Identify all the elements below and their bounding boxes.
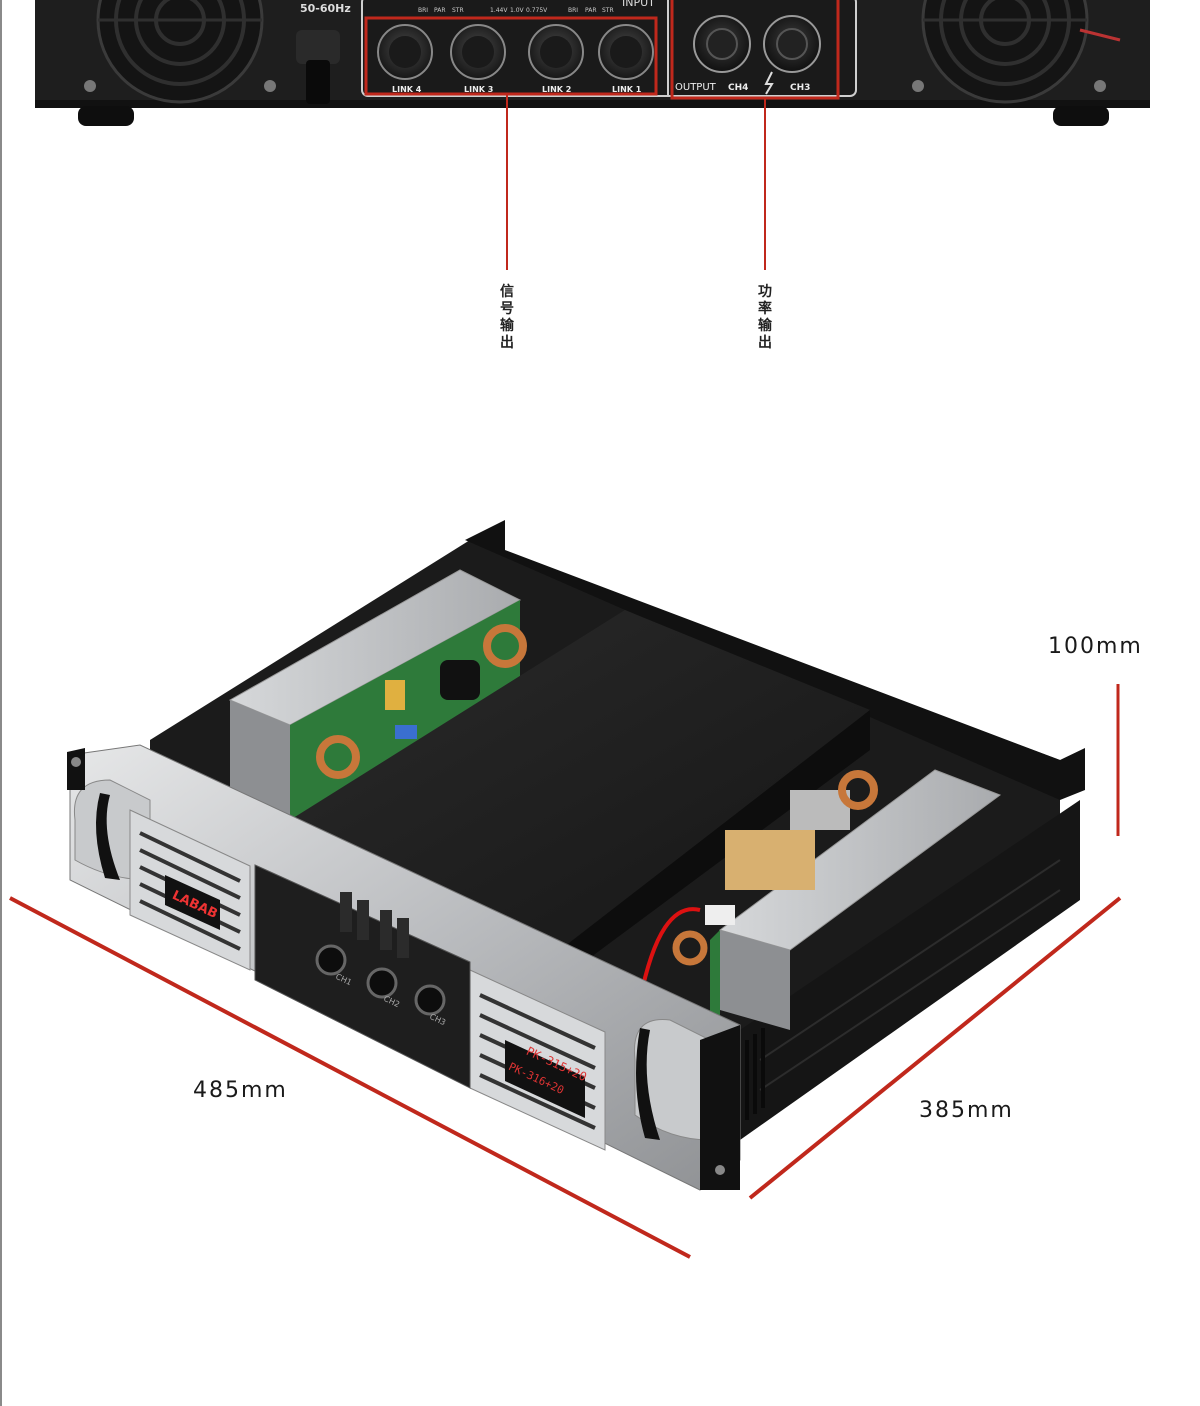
height-dimension-label: 100mm <box>1048 634 1143 659</box>
input-heading: INPUT <box>622 0 655 9</box>
depth-dimension-label: 385mm <box>919 1098 1014 1123</box>
channel-label: CH4 <box>728 83 748 93</box>
signal-output-label: 信号输出 <box>500 284 514 351</box>
volume-knob-icon <box>315 944 446 1016</box>
switch-label: BRI <box>568 7 578 14</box>
sens-label: 0.775V <box>526 7 548 14</box>
signal-callout-line <box>506 140 508 270</box>
sens-label: 1.44V <box>490 7 508 14</box>
power-spec: 50-60Hz <box>300 2 351 15</box>
power-output-label: 功率输出 <box>758 284 772 351</box>
left-fan-icon <box>96 0 264 104</box>
width-dimension-label: 485mm <box>193 1078 288 1103</box>
output-heading: OUTPUT <box>675 82 717 93</box>
right-fan-icon <box>921 0 1121 104</box>
switch-label: BRI <box>418 7 428 14</box>
rear-panel-photo: 50-60Hz INPUT BRI PAR STR 1.44V 1.0V 0.7… <box>35 0 1150 140</box>
amplifier-photo <box>9 520 1122 1259</box>
link-label: LINK 4 <box>392 85 422 94</box>
page-edge <box>0 0 2 1406</box>
switch-label: PAR <box>585 7 597 14</box>
switch-label: PAR <box>434 7 446 14</box>
link-label: LINK 1 <box>612 85 642 94</box>
link-label: LINK 2 <box>542 85 571 94</box>
right-grille-icon <box>469 969 606 1151</box>
left-grille-icon <box>129 809 251 971</box>
sens-label: 1.0V <box>510 7 525 14</box>
switch-label: STR <box>602 7 614 14</box>
power-callout-line <box>764 140 766 270</box>
channel-label: CH3 <box>790 83 810 93</box>
switch-label: STR <box>452 7 464 14</box>
link-label: LINK 3 <box>464 85 493 94</box>
